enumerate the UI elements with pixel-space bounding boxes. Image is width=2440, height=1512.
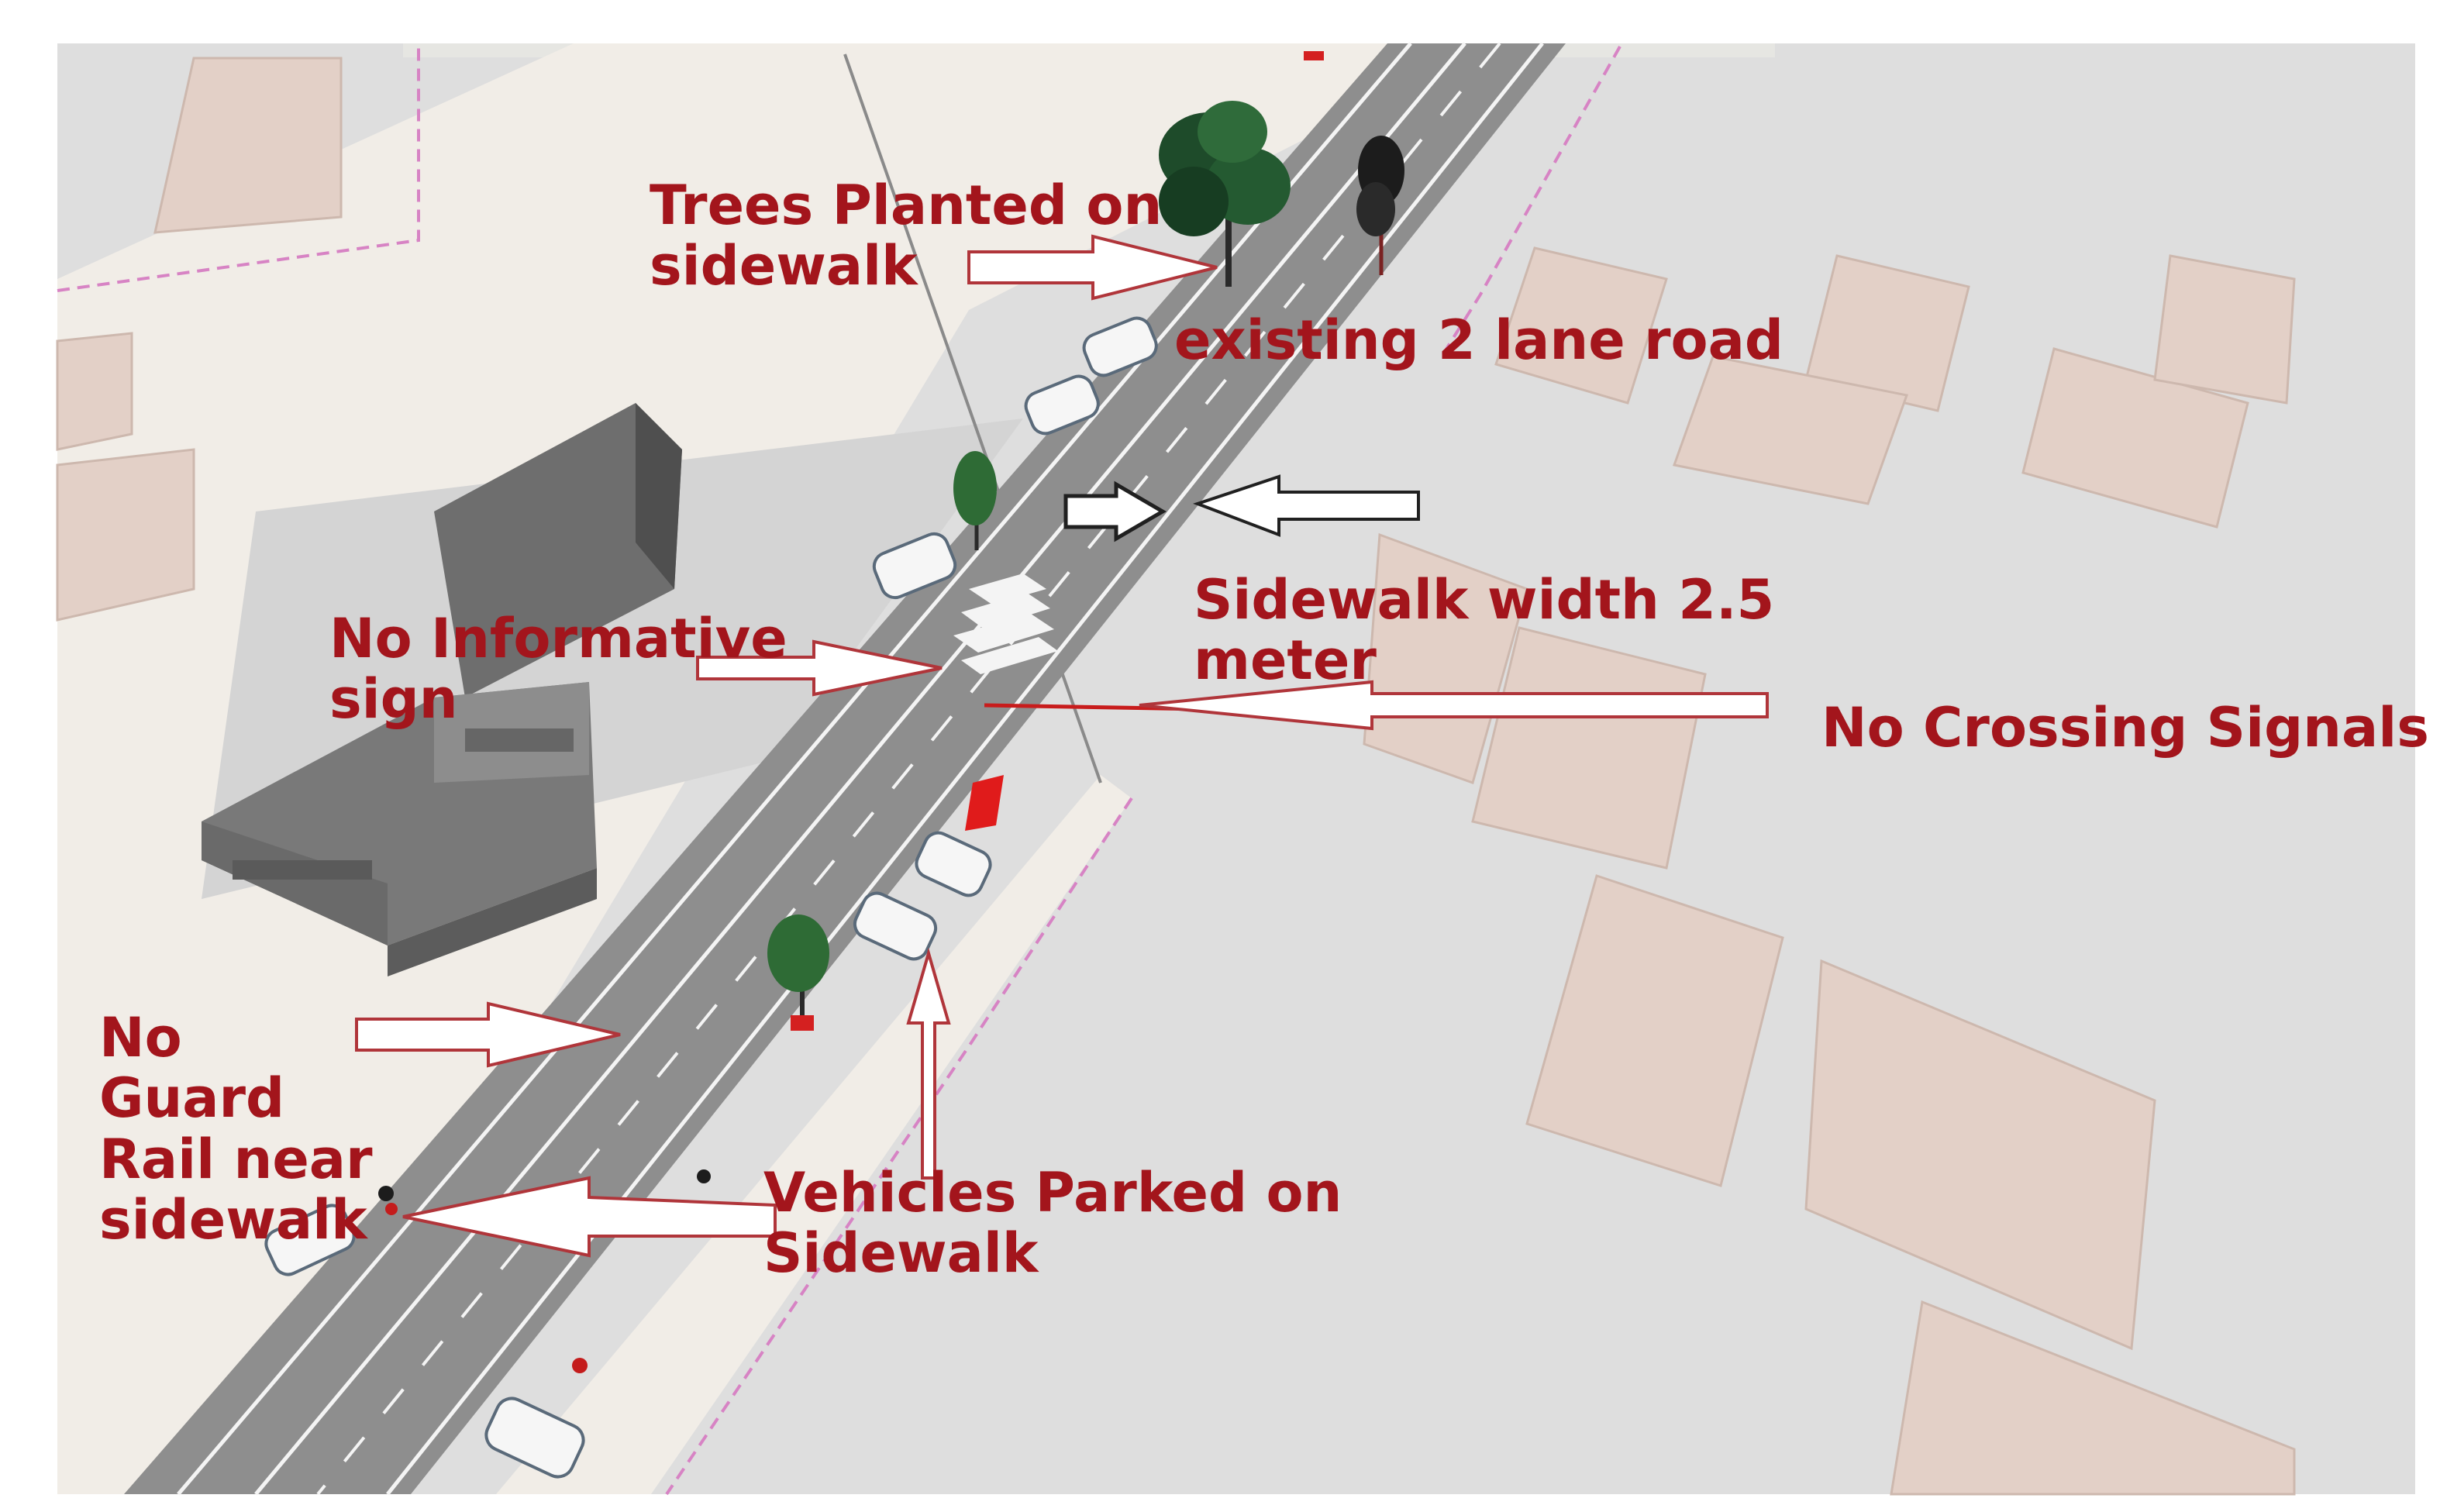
left-sidewalk-zone xyxy=(57,43,1395,1494)
arrow-parked-up xyxy=(906,947,951,1180)
lane-divider-dashed xyxy=(316,42,1501,1496)
building-plot xyxy=(1471,626,1707,870)
property-line-right xyxy=(1440,46,1621,358)
building-plot xyxy=(1804,959,2156,1351)
label-vehicles-parked: Vehicles Parked on Sidewalk xyxy=(763,1161,1342,1286)
red-marker xyxy=(572,1358,588,1373)
tree xyxy=(1159,101,1291,287)
car xyxy=(872,532,957,600)
building-plot xyxy=(153,57,343,234)
building-plot xyxy=(56,448,195,622)
arrow-parked-left xyxy=(402,1176,777,1258)
car xyxy=(1024,374,1100,436)
arrow-trees xyxy=(967,234,1218,301)
zebra-crossing xyxy=(953,573,1058,674)
pedestrian xyxy=(697,1169,711,1183)
label-existing-road: existing 2 lane road xyxy=(1174,308,1783,372)
tree-dark xyxy=(1356,136,1404,275)
lane-divider xyxy=(254,42,1466,1496)
car xyxy=(484,1397,585,1479)
car xyxy=(915,831,992,897)
building-plot xyxy=(1804,254,1970,412)
car xyxy=(264,1204,356,1276)
tree xyxy=(767,914,829,1031)
right-sidewalk-strip xyxy=(496,775,1132,1494)
property-line-left xyxy=(57,43,420,292)
label-sidewalk-width: Sidewalk width 2.5 meter xyxy=(1194,568,1775,693)
building-plot xyxy=(1525,874,1784,1187)
building-plot xyxy=(1890,1300,2296,1496)
red-object xyxy=(965,775,1004,831)
arrow-black-right xyxy=(1063,480,1167,542)
arrow-informative-sign xyxy=(696,639,943,697)
label-no-crossing-signals: No Crossing Signals xyxy=(1821,696,2429,759)
building-plot xyxy=(56,332,133,451)
label-trees-planted: Trees Planted on sidewalk xyxy=(650,174,1163,298)
label-no-informative-sign: No Informative sign xyxy=(329,607,787,732)
building-plot xyxy=(1363,532,1528,784)
car xyxy=(853,891,938,961)
arrow-guard-rail xyxy=(355,1001,621,1068)
property-line-lower xyxy=(665,797,1133,1496)
red-marker xyxy=(1304,51,1324,60)
building xyxy=(202,403,682,976)
road-edge-line xyxy=(177,42,1412,1496)
building-plot xyxy=(1673,355,1908,505)
pedestrian-marker xyxy=(385,1203,398,1215)
building-plot xyxy=(2153,254,2296,405)
arrow-black-left xyxy=(1193,474,1420,537)
arrow-crossing-signals xyxy=(1139,680,1769,731)
label-no-guard-rail: No Guard Rail near sidewalk xyxy=(99,1006,373,1252)
pedestrian xyxy=(378,1186,394,1201)
tree xyxy=(953,451,997,550)
car xyxy=(1082,316,1158,377)
building-plot xyxy=(1494,246,1668,405)
